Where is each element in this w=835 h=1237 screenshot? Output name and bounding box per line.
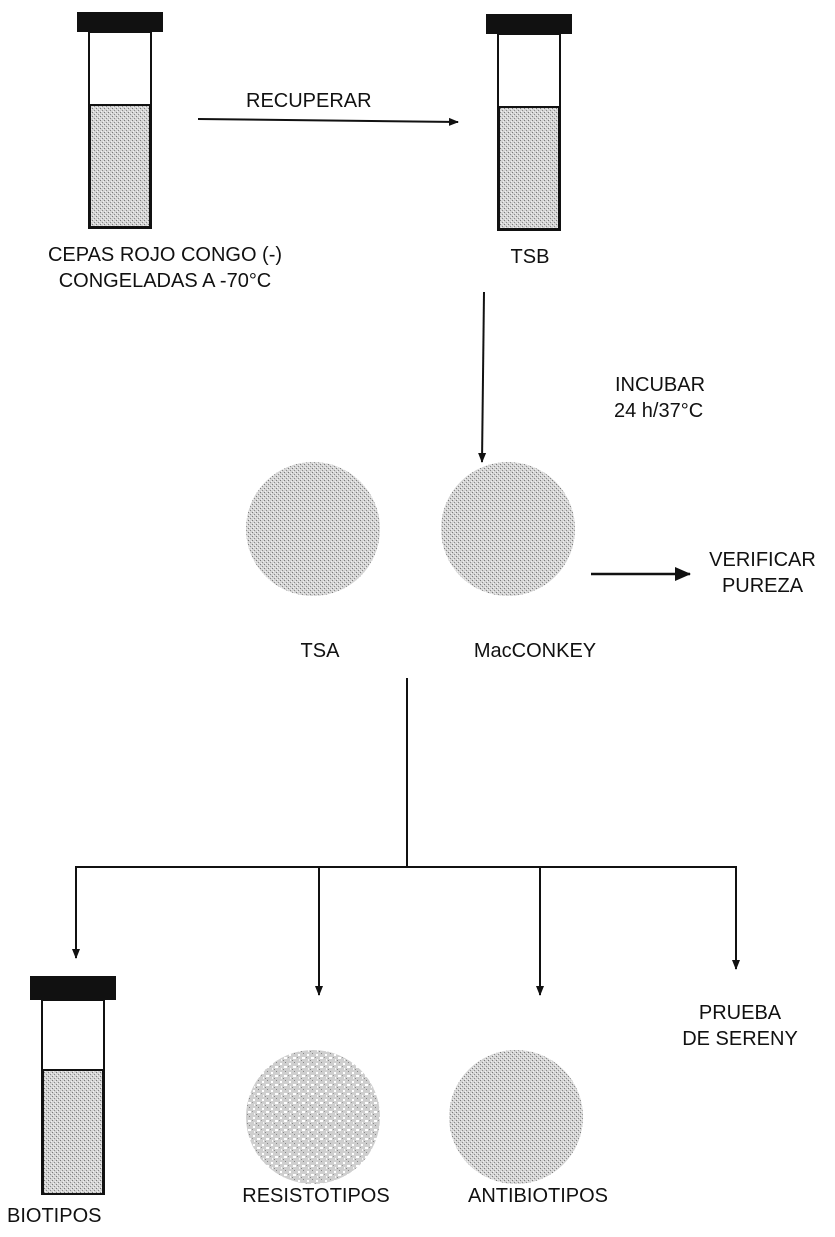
incubate-label-2: 24 h/37°C: [614, 400, 704, 422]
distribution-tree: [72, 678, 740, 996]
biotipos-tube: [30, 976, 116, 1195]
tsa-plate: [246, 462, 380, 596]
macconkey-plate: [441, 462, 575, 596]
antibiotipos-plate: [449, 1050, 583, 1184]
frozen-strains-label-1: CEPAS ROJO CONGO (-): [47, 244, 283, 266]
frozen-strains-tube: [77, 12, 163, 229]
incubate-arrow: [478, 291, 487, 463]
tsb-label: TSB: [510, 246, 550, 268]
incubate-label-1: INCUBAR: [615, 374, 706, 396]
macconkey-label: MacCONKEY: [473, 640, 597, 662]
recover-label: RECUPERAR: [246, 90, 372, 112]
recover-arrow: [197, 117, 459, 126]
frozen-strains-label-2: CONGELADAS A -70°C: [58, 270, 272, 292]
tsb-tube: [486, 14, 572, 231]
verify-label-2: PUREZA: [721, 575, 804, 597]
sereny-label-2: DE SERENY: [682, 1028, 798, 1050]
sereny-label-1: PRUEBA: [698, 1002, 782, 1024]
resistotipos-plate: [246, 1050, 380, 1184]
antibiotipos-label: ANTIBIOTIPOS: [467, 1185, 609, 1207]
tsa-label: TSA: [300, 640, 340, 662]
resistotipos-label: RESISTOTIPOS: [242, 1185, 390, 1207]
biotipos-label: BIOTIPOS: [7, 1205, 102, 1227]
verify-label-1: VERIFICAR: [709, 549, 816, 571]
